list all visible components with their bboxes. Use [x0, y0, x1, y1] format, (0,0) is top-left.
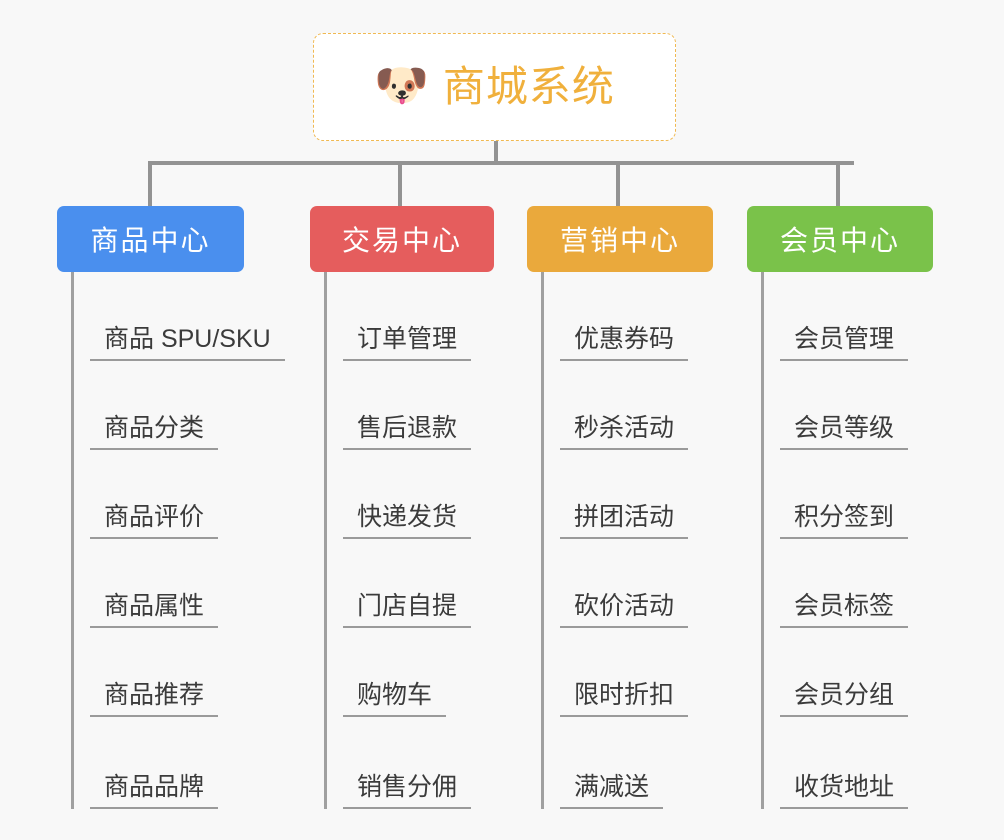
branch-column-product: 商品中心 商品 SPU/SKU 商品分类 商品评价 商品属性 商品推荐 商品品牌: [57, 206, 285, 809]
list-item[interactable]: 商品评价: [90, 450, 285, 539]
leaf-label: 商品品牌: [90, 773, 219, 809]
list-item[interactable]: 商品属性: [90, 539, 285, 628]
list-item[interactable]: 优惠券码: [560, 272, 713, 361]
leaf-label: 快递发货: [343, 503, 472, 539]
leaf-list-trade: 订单管理 售后退款 快递发货 门店自提 购物车 销售分佣: [324, 272, 494, 809]
leaf-list-product: 商品 SPU/SKU 商品分类 商品评价 商品属性 商品推荐 商品品牌: [71, 272, 285, 809]
leaf-label: 商品推荐: [90, 681, 219, 717]
leaf-label: 限时折扣: [560, 681, 689, 717]
leaf-label: 收货地址: [780, 773, 909, 809]
list-item[interactable]: 满减送: [560, 717, 713, 809]
list-item[interactable]: 限时折扣: [560, 628, 713, 717]
branch-header-label: 营销中心: [559, 225, 680, 256]
list-item[interactable]: 售后退款: [343, 361, 494, 450]
list-item[interactable]: 商品品牌: [90, 717, 285, 809]
leaf-label: 优惠券码: [560, 325, 689, 361]
dog-face-icon: 🐶: [374, 61, 429, 110]
connector-horizontal-bar: [148, 161, 854, 165]
connector-drop-2: [398, 161, 402, 207]
list-item[interactable]: 商品分类: [90, 361, 285, 450]
leaf-label: 商品 SPU/SKU: [90, 325, 285, 361]
branch-header-label: 商品中心: [90, 225, 211, 256]
list-item[interactable]: 砍价活动: [560, 539, 713, 628]
list-item[interactable]: 快递发货: [343, 450, 494, 539]
list-item[interactable]: 商品推荐: [90, 628, 285, 717]
root-node[interactable]: 🐶 商城系统: [313, 33, 676, 141]
leaf-label: 会员标签: [780, 592, 909, 628]
branch-header-member[interactable]: 会员中心: [747, 206, 933, 272]
list-item[interactable]: 会员标签: [780, 539, 933, 628]
list-item[interactable]: 购物车: [343, 628, 494, 717]
list-item[interactable]: 门店自提: [343, 539, 494, 628]
leaf-label: 会员管理: [780, 325, 909, 361]
leaf-label: 积分签到: [780, 503, 909, 539]
leaf-label: 售后退款: [343, 414, 472, 450]
list-item[interactable]: 会员分组: [780, 628, 933, 717]
list-item[interactable]: 会员管理: [780, 272, 933, 361]
branch-column-member: 会员中心 会员管理 会员等级 积分签到 会员标签 会员分组 收货地址: [747, 206, 933, 809]
leaf-label: 会员分组: [780, 681, 909, 717]
connector-drop-4: [836, 161, 840, 207]
leaf-list-member: 会员管理 会员等级 积分签到 会员标签 会员分组 收货地址: [761, 272, 933, 809]
list-item[interactable]: 会员等级: [780, 361, 933, 450]
list-item[interactable]: 拼团活动: [560, 450, 713, 539]
connector-root-stem: [494, 141, 498, 164]
leaf-label: 砍价活动: [560, 592, 689, 628]
list-item[interactable]: 秒杀活动: [560, 361, 713, 450]
list-item[interactable]: 积分签到: [780, 450, 933, 539]
root-title: 商城系统: [442, 63, 615, 110]
leaf-label: 拼团活动: [560, 503, 689, 539]
leaf-label: 满减送: [560, 773, 664, 809]
leaf-label: 销售分佣: [343, 773, 472, 809]
branch-column-marketing: 营销中心 优惠券码 秒杀活动 拼团活动 砍价活动 限时折扣 满减送: [527, 206, 713, 809]
leaf-label: 商品评价: [90, 503, 219, 539]
leaf-label: 商品属性: [90, 592, 219, 628]
connector-drop-3: [616, 161, 620, 207]
branch-header-trade[interactable]: 交易中心: [310, 206, 494, 272]
leaf-label: 门店自提: [343, 592, 472, 628]
leaf-label: 会员等级: [780, 414, 909, 450]
branch-header-label: 会员中心: [779, 225, 900, 256]
leaf-label: 订单管理: [343, 325, 472, 361]
connector-drop-1: [148, 161, 152, 207]
list-item[interactable]: 销售分佣: [343, 717, 494, 809]
leaf-label: 秒杀活动: [560, 414, 689, 450]
list-item[interactable]: 商品 SPU/SKU: [90, 272, 285, 361]
list-item[interactable]: 收货地址: [780, 717, 933, 809]
branch-column-trade: 交易中心 订单管理 售后退款 快递发货 门店自提 购物车 销售分佣: [310, 206, 494, 809]
branch-header-marketing[interactable]: 营销中心: [527, 206, 713, 272]
list-item[interactable]: 订单管理: [343, 272, 494, 361]
branch-header-label: 交易中心: [341, 225, 462, 256]
leaf-label: 购物车: [343, 681, 447, 717]
branch-header-product[interactable]: 商品中心: [57, 206, 244, 272]
leaf-list-marketing: 优惠券码 秒杀活动 拼团活动 砍价活动 限时折扣 满减送: [541, 272, 713, 809]
leaf-label: 商品分类: [90, 414, 219, 450]
